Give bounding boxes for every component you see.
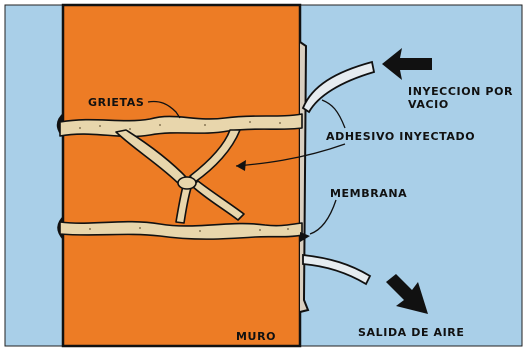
label-vacuum-injection-line2: VACIO bbox=[408, 98, 449, 111]
crack-branch-down-right bbox=[191, 180, 245, 221]
vacuum-injection-arrow-icon bbox=[382, 48, 432, 80]
injection-tube bbox=[301, 60, 376, 114]
membrane-clip bbox=[300, 232, 310, 242]
air-outlet-tube bbox=[302, 253, 372, 286]
leader-adhesive-upper bbox=[321, 99, 346, 129]
air-outlet-arrow-icon bbox=[386, 274, 428, 314]
label-vacuum-injection-line1: INYECCION POR bbox=[408, 85, 513, 98]
label-air-outlet: SALIDA DE AIRE bbox=[358, 326, 464, 339]
label-membrane: MEMBRANA bbox=[330, 187, 407, 200]
label-injected-adhesive: ADHESIVO INYECTADO bbox=[326, 130, 475, 143]
label-wall: MURO bbox=[236, 330, 276, 343]
crack-lower bbox=[59, 220, 303, 240]
leader-membrane bbox=[309, 199, 337, 235]
membrane-strip bbox=[299, 41, 310, 313]
crack-node bbox=[177, 176, 197, 190]
crack-texture bbox=[79, 121, 289, 232]
leader-adhesive-lower-arrowhead bbox=[236, 160, 246, 171]
crack-network bbox=[59, 113, 303, 240]
leader-cracks bbox=[147, 100, 181, 119]
crack-branch-down-left bbox=[175, 185, 192, 224]
label-cracks: GRIETAS bbox=[88, 96, 144, 109]
